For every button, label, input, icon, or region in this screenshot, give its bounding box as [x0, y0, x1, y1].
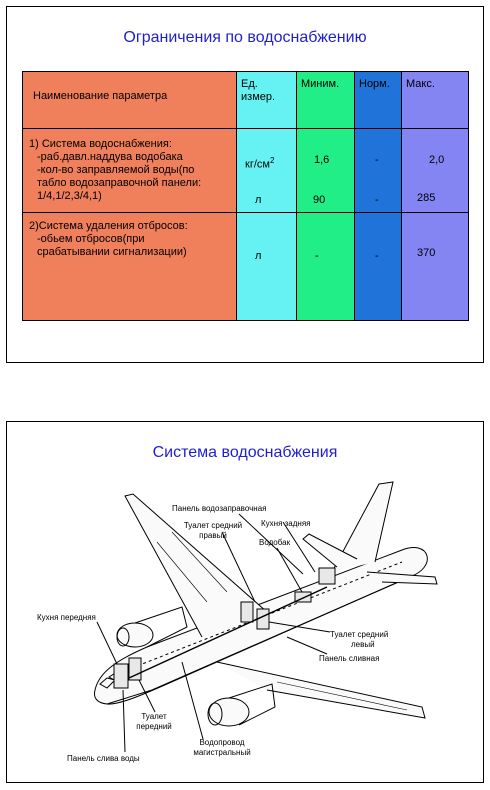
row1-param-line: табло водозаправочной панели: [37, 177, 202, 189]
left-stabilizer [302, 533, 358, 568]
header-param: Наименование параметра [33, 90, 168, 102]
engine-right-body [228, 683, 276, 726]
row2-max: 370 [417, 247, 436, 259]
leader-line [238, 513, 304, 575]
divider [401, 72, 402, 320]
row1-norm-pressure: - [375, 154, 379, 166]
right-wing [216, 661, 426, 719]
unit-text: кг/см [245, 158, 270, 171]
leader-line [276, 547, 303, 593]
label-toilet-mid-right-1: Туалет средний [183, 521, 243, 530]
header-max: Макс. [406, 78, 435, 90]
row2-param-line: срабатывании сигнализации) [37, 246, 187, 258]
rear-galley [318, 567, 336, 585]
engine-left-inlet [116, 627, 130, 647]
max-column [401, 72, 468, 320]
header-norm: Норм. [359, 78, 390, 90]
label-toilet-mid-left-2: левый [351, 640, 375, 649]
water-tank [294, 591, 312, 603]
row1-min-pressure: 1,6 [314, 154, 330, 166]
leader-line [96, 621, 118, 665]
label-main-pipe-1: Водопровод [199, 738, 245, 747]
engine-left-body [134, 606, 188, 648]
row1-param-line: -раб.давл.наддува водобака [37, 151, 183, 163]
label-kitchen-front: Кухня передняя [37, 613, 96, 622]
left-wing-flap [156, 531, 228, 603]
slide-water-system: Система водоснабжения [6, 421, 484, 783]
row1-unit-pressure: кг/см2 [245, 154, 274, 172]
row2-param-line: 2)Система удаления отбросов: [29, 220, 188, 232]
divider [23, 212, 468, 213]
fuselage-lower-line [106, 575, 413, 705]
leader-line [286, 636, 328, 655]
row1-unit-volume: л [255, 194, 262, 206]
vertical-tail [331, 481, 394, 573]
engine-right [208, 697, 250, 727]
divider [23, 128, 468, 129]
unit-column [236, 72, 296, 320]
slide-title: Ограничения по водоснабжению [123, 29, 367, 46]
divider [354, 72, 355, 320]
divider [296, 72, 297, 320]
leader-line [282, 521, 316, 573]
label-toilet-mid-left-1: Туалет средний [330, 630, 389, 639]
label-main-pipe-2: магистральный [193, 748, 251, 757]
row1-param-line: 1/4,1/2,3/4,1) [37, 190, 102, 202]
leader-line [268, 621, 331, 633]
right-stabilizer [366, 571, 438, 585]
engine-right-inlet [207, 702, 223, 726]
left-wing [124, 493, 268, 638]
min-column [296, 72, 354, 320]
main-water-pipe [128, 586, 328, 679]
row2-unit: л [255, 250, 262, 262]
limits-table: Наименование параметра Ед. измер. Миним.… [22, 71, 469, 321]
param-column [23, 72, 236, 320]
leader-line [181, 661, 204, 740]
right-wing-flap [276, 681, 408, 711]
divider [236, 72, 237, 320]
label-refuel-panel: Панель водозаправочная [172, 504, 267, 513]
mid-toilet-right [240, 601, 254, 623]
slide-water-limits: Ограничения по водоснабжению Наименовани… [6, 6, 484, 363]
label-toilet-mid-right-2: правый [199, 531, 227, 540]
row1-min-volume: 90 [313, 194, 326, 206]
front-galley [113, 663, 129, 689]
row1-param-line: 1) Система водоснабжения: [29, 138, 172, 150]
label-drain-panel: Панель сливная [319, 654, 380, 663]
header-unit-line1: Ед. [241, 78, 258, 90]
header-unit-line2: измер. [241, 91, 276, 103]
norm-column [354, 72, 401, 320]
row2-norm: - [375, 250, 379, 262]
row1-max-pressure: 2,0 [429, 154, 445, 166]
leader-line [221, 531, 256, 603]
leader-line [122, 689, 126, 753]
row1-norm-volume: - [375, 194, 379, 206]
label-kitchen-rear: Кухня задняя [261, 519, 311, 528]
aircraft-diagram [94, 481, 438, 753]
label-water-tank: Водобак [259, 538, 291, 547]
leader-line [138, 679, 156, 713]
label-toilet-front-2: передний [136, 722, 172, 731]
row1-param-line: -кол-во заправляемой воды(по [37, 164, 195, 176]
slide-title: Система водоснабжения [152, 444, 338, 461]
unit-superscript: 2 [269, 156, 275, 165]
engine-left [116, 622, 154, 648]
label-water-drain-panel: Панель слива воды [67, 754, 140, 763]
row2-param-line: -обьем отбросов(при [37, 233, 145, 245]
row2-min: - [315, 250, 319, 262]
header-min: Миним. [301, 78, 340, 90]
label-toilet-front-1: Туалет [141, 712, 167, 721]
row1-max-volume: 285 [417, 192, 436, 204]
